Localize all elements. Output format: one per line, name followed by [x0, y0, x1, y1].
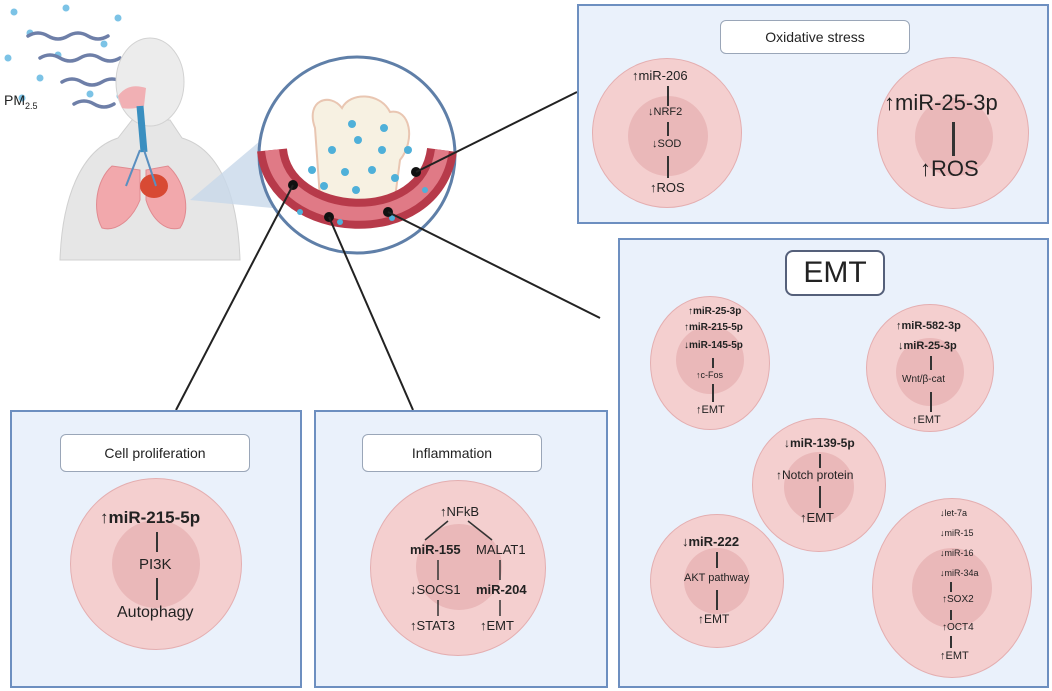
pm-label: PM2.5 [4, 92, 38, 111]
sod-label: ↓SOD [652, 138, 682, 150]
socs1-label: ↓SOCS1 [410, 582, 461, 597]
mir-155-label: miR-155 [410, 542, 461, 557]
cell-proliferation-title: Cell proliferation [60, 434, 250, 472]
nrf2-label: ↓NRF2 [648, 106, 683, 118]
ros-label-right: ↑ROS [920, 156, 979, 181]
c1-mir-145-5p: ↓miR-145-5p [684, 340, 743, 351]
c3-mir-139-5p: ↓miR-139-5p [784, 436, 855, 450]
c5-mir-15: ↓miR-15 [940, 528, 974, 538]
emt-inflammation-label: ↑EMT [480, 618, 514, 633]
c3-notch-protein: ↑Notch protein [776, 468, 854, 482]
autophagy-label: Autophagy [117, 604, 194, 621]
c5-let-7a: ↓let-7a [940, 508, 968, 518]
c5-emt: ↑EMT [940, 650, 969, 662]
miR-215-5p-label: ↑miR-215-5p [100, 508, 201, 527]
nfkb-label: ↑NFkB [440, 504, 479, 519]
c1-c-fos: ↑c-Fos [696, 370, 723, 380]
mir-206-label: ↑miR-206 [632, 68, 688, 83]
ros-label-left: ↑ROS [650, 180, 685, 195]
c1-mir-215-5p: ↑miR-215-5p [684, 322, 743, 333]
c2-wnt-beta-cat: Wnt/β-cat [902, 374, 945, 385]
c4-mir-222: ↓miR-222 [682, 534, 740, 549]
pi3k-label: PI3K [139, 556, 172, 573]
emt-title: EMT [785, 250, 885, 296]
c2-mir-25-3p: ↓miR-25-3p [898, 340, 957, 352]
c5-mir-34a: ↓miR-34a [940, 568, 979, 578]
c2-emt: ↑EMT [912, 414, 941, 426]
c1-emt: ↑EMT [696, 404, 725, 416]
c2-mir-582-3p: ↑miR-582-3p [896, 320, 961, 332]
malat1-label: MALAT1 [476, 542, 526, 557]
c3-emt: ↑EMT [800, 510, 834, 525]
c4-akt-pathway: AKT pathway [684, 572, 750, 584]
human-figure [59, 37, 241, 261]
connector-lines [175, 91, 601, 411]
stat3-label: ↑STAT3 [410, 618, 456, 633]
c5-sox2: ↑SOX2 [942, 594, 974, 605]
oxidative-stress-title: Oxidative stress [720, 20, 910, 54]
c1-mir-25-3p: ↑miR-25-3p [688, 306, 742, 317]
inflammation-title: Inflammation [362, 434, 542, 472]
c5-oct4: ↑OCT4 [942, 622, 974, 633]
c4-emt: ↑EMT [698, 612, 730, 626]
particles-in-alveolus [297, 120, 428, 225]
mir-25-3p-label: ↑miR-25-3p [884, 90, 998, 115]
wind-streaks [26, 31, 124, 109]
mir-204-label: miR-204 [476, 582, 527, 597]
c5-mir-16: ↓miR-16 [940, 548, 974, 558]
